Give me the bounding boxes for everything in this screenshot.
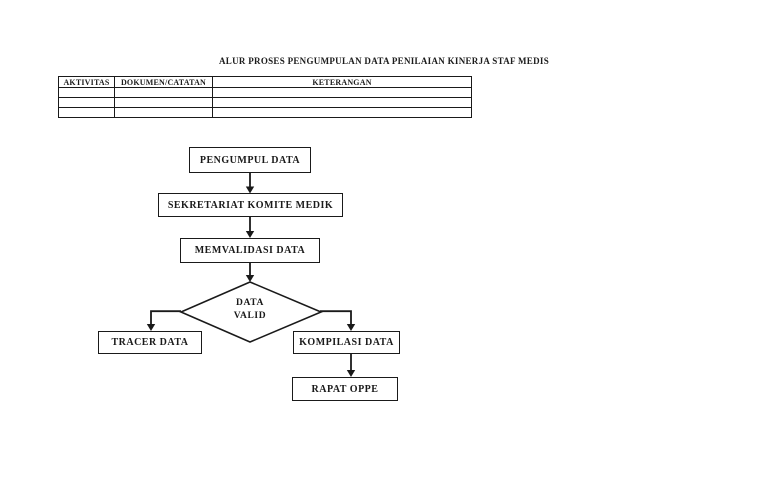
arrow-decision-to-tracer <box>146 310 181 331</box>
page-title: ALUR PROSES PENGUMPULAN DATA PENILAIAN K… <box>218 56 550 66</box>
flow-node-rapat-oppe: RAPAT OPPE <box>292 377 398 401</box>
flow-node-tracer-data: TRACER DATA <box>98 331 202 354</box>
flow-node-label: RAPAT OPPE <box>311 383 379 395</box>
flow-node-pengumpul-data: PENGUMPUL DATA <box>189 147 311 173</box>
flow-node-kompilasi-data: KOMPILASI DATA <box>293 331 400 354</box>
arrow-sekretariat-to-memvalidasi <box>245 217 255 238</box>
arrow-pengumpul-to-sekretariat <box>245 173 255 194</box>
decision-label-line2: VALID <box>233 311 267 321</box>
flow-decision-data-valid: DATA VALID <box>200 297 300 323</box>
flow-node-sekretariat-komite-medik: SEKRETARIAT KOMITE MEDIK <box>158 193 343 217</box>
table-row <box>58 107 472 118</box>
arrow-memvalidasi-to-decision <box>245 263 255 282</box>
flow-node-label: MEMVALIDASI DATA <box>194 245 306 256</box>
flow-node-label: SEKRETARIAT KOMITE MEDIK <box>167 199 334 211</box>
flow-node-memvalidasi-data: MEMVALIDASI DATA <box>180 238 320 263</box>
table-cell <box>212 107 472 118</box>
flow-node-label: PENGUMPUL DATA <box>199 154 301 166</box>
flow-node-label: TRACER DATA <box>111 337 189 348</box>
arrow-decision-to-kompilasi <box>320 310 356 331</box>
flow-node-label: KOMPILASI DATA <box>299 337 394 348</box>
arrow-kompilasi-to-rapat <box>346 354 356 377</box>
decision-diamond <box>178 281 324 343</box>
activity-table: AKTIVITAS DOKUMEN/CATATAN KETERANGAN <box>58 76 472 118</box>
decision-label-line1: DATA <box>236 298 264 308</box>
